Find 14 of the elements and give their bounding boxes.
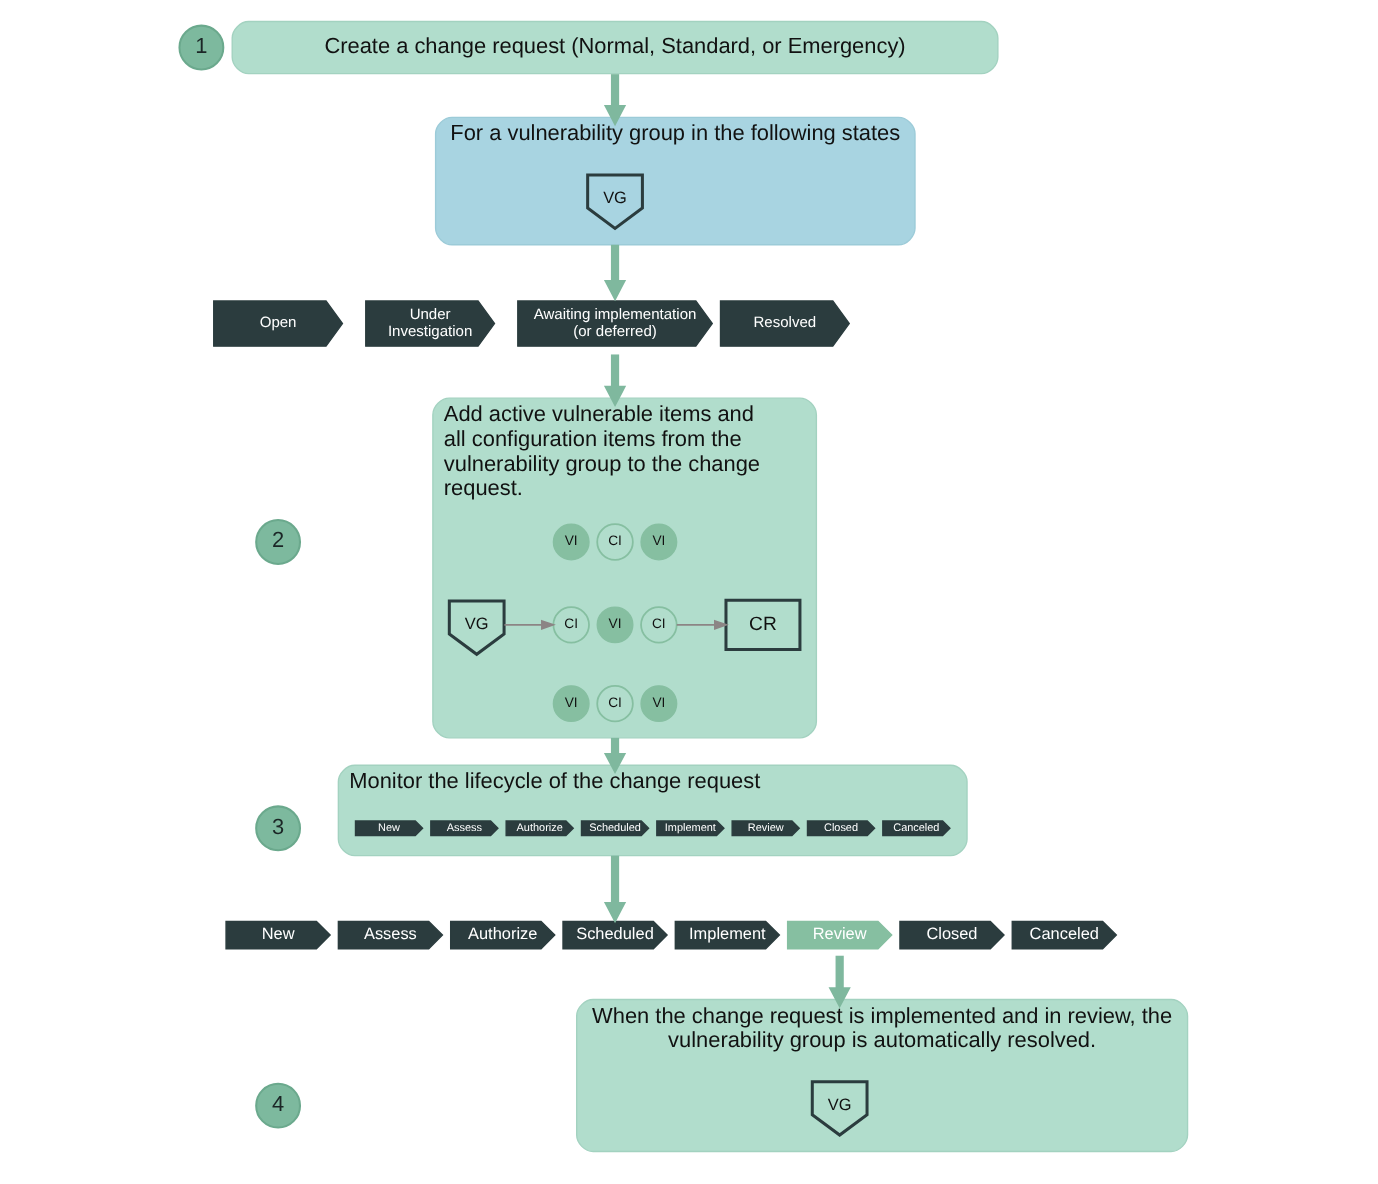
arrow bbox=[603, 855, 627, 924]
arrow bbox=[503, 619, 556, 631]
arrow bbox=[828, 955, 851, 1009]
arrow bbox=[603, 74, 627, 127]
node-box: Create a change request (Normal, Standard, or Emergency) bbox=[231, 20, 999, 75]
node-circle: 4 bbox=[255, 1082, 302, 1129]
arrow bbox=[603, 244, 627, 302]
node-circle: 1 bbox=[178, 24, 225, 71]
arrow bbox=[675, 619, 729, 631]
node-box: CR bbox=[724, 598, 802, 652]
arrow bbox=[603, 737, 627, 775]
arrow bbox=[603, 354, 627, 408]
node-circle: 2 bbox=[255, 519, 302, 565]
node-circle: 3 bbox=[255, 805, 302, 852]
